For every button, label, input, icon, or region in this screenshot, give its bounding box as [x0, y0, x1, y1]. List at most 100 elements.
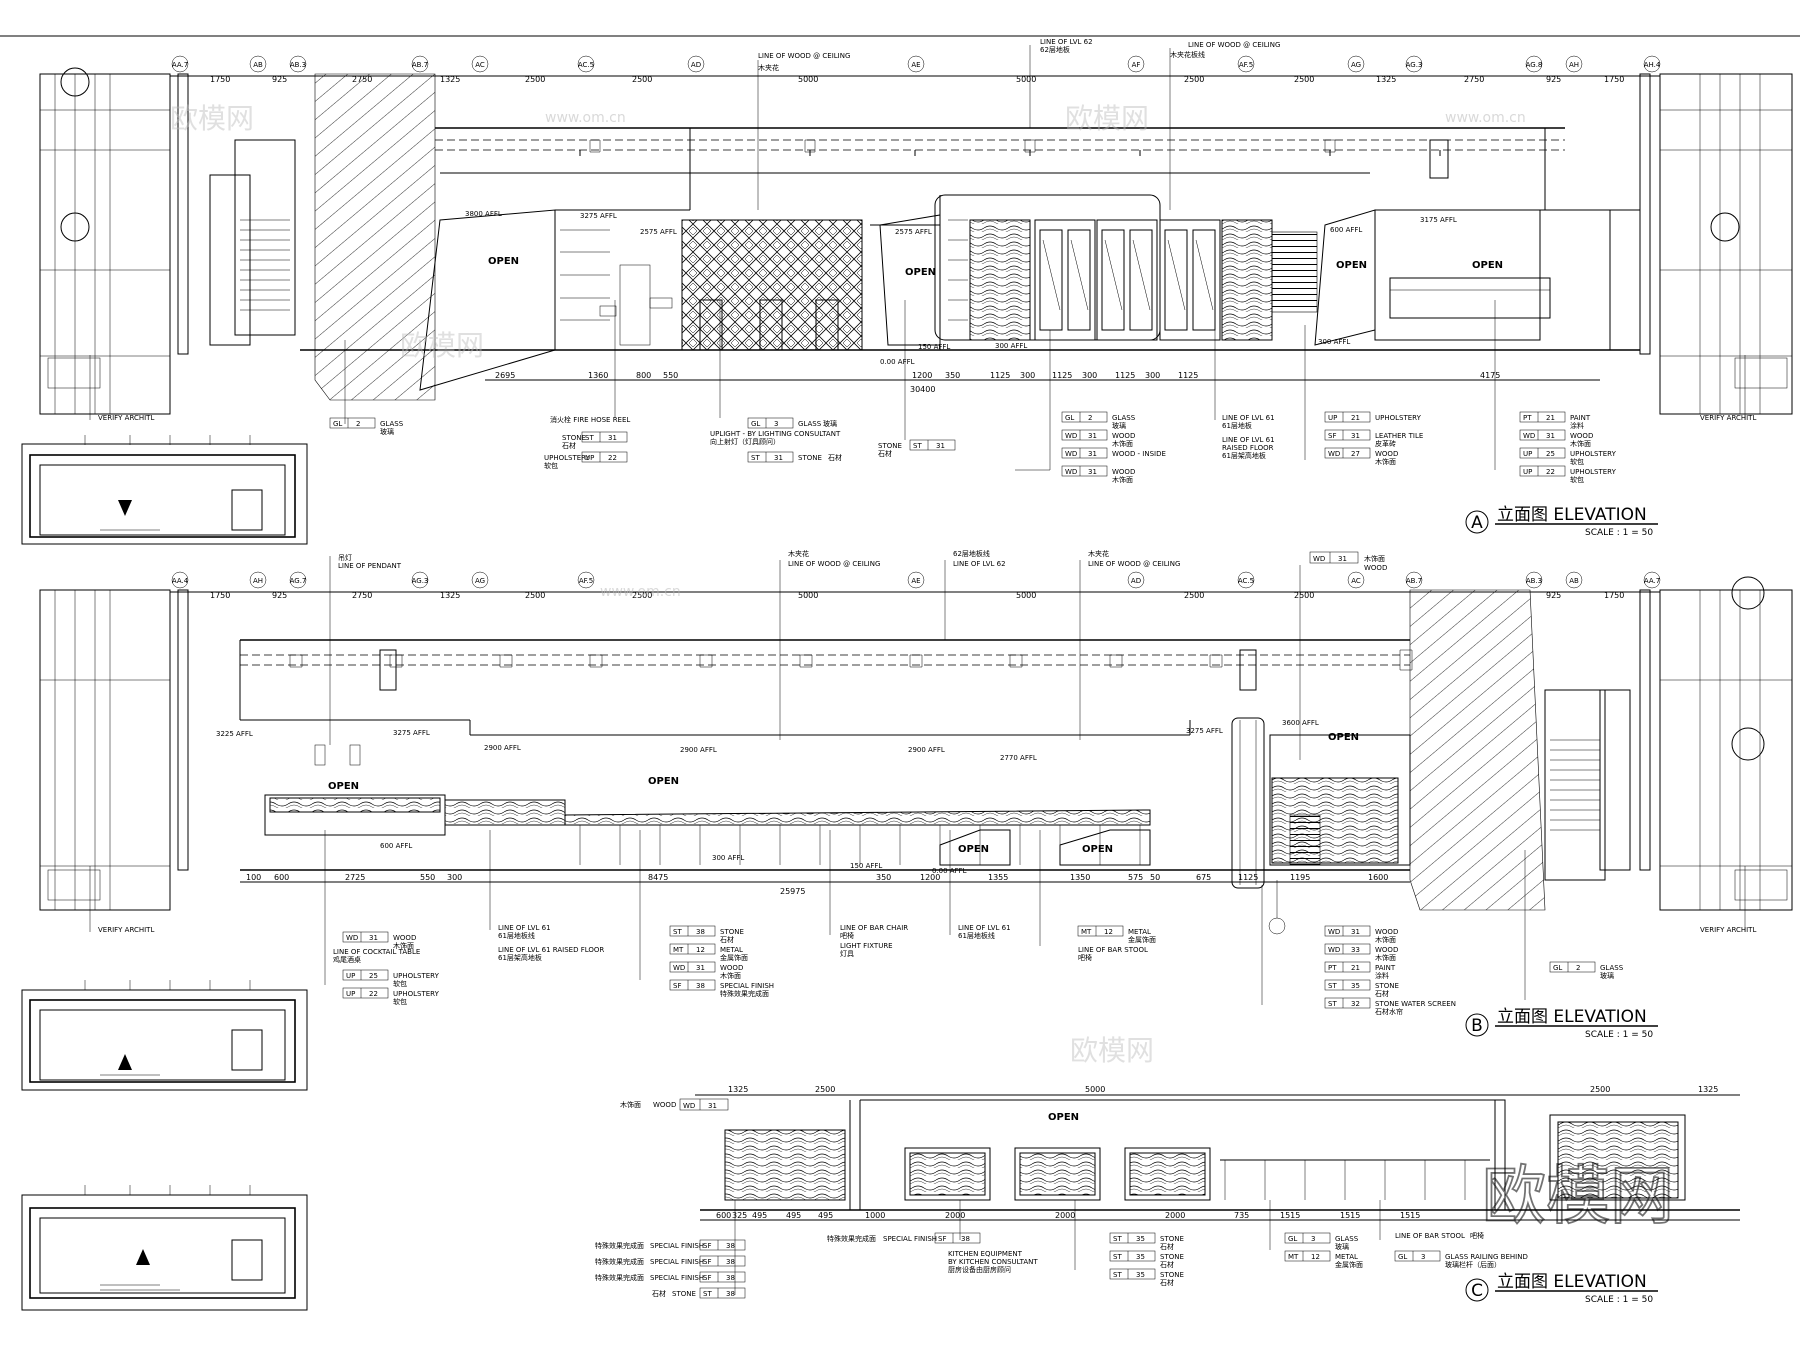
svg-text:2500: 2500	[1184, 75, 1204, 84]
svg-text:300 AFFL: 300 AFFL	[995, 342, 1027, 350]
svg-text:石材: 石材	[828, 453, 842, 462]
svg-text:AH.4: AH.4	[1644, 61, 1661, 69]
svg-text:向上射灯（灯具顾问）: 向上射灯（灯具顾问）	[710, 437, 780, 446]
svg-text:AG: AG	[475, 577, 485, 585]
svg-text:22: 22	[369, 990, 378, 998]
bar-area-b: OPEN OPEN OPEN OPEN 3225 AFFL 3275 AFFL …	[216, 719, 1319, 875]
svg-text:2575 AFFL: 2575 AFFL	[895, 228, 932, 236]
svg-text:38: 38	[696, 982, 705, 990]
svg-text:32: 32	[1351, 1000, 1360, 1008]
svg-text:AE: AE	[911, 61, 920, 69]
svg-text:600 AFFL: 600 AFFL	[380, 842, 412, 850]
diamond-stone-wall	[681, 219, 863, 351]
svg-text:5000: 5000	[798, 75, 818, 84]
svg-text:UPHOLSTERY: UPHOLSTERY	[393, 972, 440, 980]
svg-text:AE: AE	[911, 577, 920, 585]
svg-text:WOOD: WOOD	[393, 934, 416, 942]
svg-text:GL: GL	[333, 420, 342, 428]
svg-text:木夹花: 木夹花	[758, 63, 779, 72]
svg-text:STONE: STONE	[720, 928, 744, 936]
wood-panel-c	[724, 1129, 846, 1201]
svg-text:27: 27	[1351, 450, 1360, 458]
svg-text:1125: 1125	[1052, 371, 1072, 380]
svg-text:AG.8: AG.8	[1526, 61, 1543, 69]
svg-text:OPEN: OPEN	[1336, 260, 1367, 271]
svg-text:31: 31	[1351, 928, 1360, 936]
svg-text:WD: WD	[1065, 468, 1077, 476]
svg-text:2000: 2000	[1055, 1211, 1075, 1220]
svg-text:WOOD: WOOD	[1375, 928, 1398, 936]
svg-text:SF: SF	[673, 982, 681, 990]
svg-text:SCALE : 1 = 50: SCALE : 1 = 50	[1585, 1030, 1653, 1040]
svg-text:SPECIAL FINISH: SPECIAL FINISH	[650, 1258, 704, 1266]
svg-text:495: 495	[818, 1211, 833, 1220]
svg-text:LINE OF LVL 61: LINE OF LVL 61	[498, 924, 551, 932]
svg-text:2695: 2695	[495, 371, 515, 380]
svg-text:38: 38	[726, 1242, 735, 1250]
svg-text:21: 21	[1351, 964, 1360, 972]
svg-text:1125: 1125	[1178, 371, 1198, 380]
svg-text:ST: ST	[585, 434, 594, 442]
svg-text:1000: 1000	[865, 1211, 885, 1220]
svg-text:WD: WD	[346, 934, 358, 942]
svg-text:150 AFFL: 150 AFFL	[850, 862, 882, 870]
svg-text:金属饰面: 金属饰面	[720, 953, 748, 962]
top-dimensions-b: 1750 925 2750 1325 2500 2500 5000 5000 2…	[210, 591, 1624, 600]
svg-text:SF: SF	[703, 1274, 711, 1282]
svg-text:STONE: STONE	[878, 442, 902, 450]
svg-text:LINE OF LVL 61: LINE OF LVL 61	[958, 924, 1011, 932]
svg-text:AA.7: AA.7	[1644, 577, 1660, 585]
svg-text:1515: 1515	[1280, 1211, 1300, 1220]
svg-text:0.00 AFFL: 0.00 AFFL	[880, 358, 915, 366]
svg-text:WOOD: WOOD	[1570, 432, 1593, 440]
svg-text:8475: 8475	[648, 873, 668, 882]
svg-text:550: 550	[663, 371, 678, 380]
svg-text:GL: GL	[1398, 1253, 1407, 1261]
svg-text:ST: ST	[1328, 982, 1337, 990]
svg-text:35: 35	[1351, 982, 1360, 990]
svg-text:PT: PT	[1523, 414, 1532, 422]
svg-text:欧模网: 欧模网	[400, 329, 484, 362]
svg-text:STONE: STONE	[798, 454, 822, 462]
svg-text:AF.5: AF.5	[579, 577, 593, 585]
bottom-dimensions-a: 2695 1360 800 550 1200 350 1125 300 1125…	[495, 371, 1500, 394]
svg-text:1750: 1750	[210, 75, 230, 84]
svg-text:UP: UP	[346, 990, 355, 998]
svg-text:600 AFFL: 600 AFFL	[1330, 226, 1362, 234]
bottom-dimensions-c: 600 325 495 495 495 1000 2000 2000 2000 …	[716, 1211, 1420, 1220]
svg-text:AC: AC	[1351, 577, 1361, 585]
svg-text:石材: 石材	[1160, 1278, 1174, 1287]
svg-text:特殊效果完成面: 特殊效果完成面	[595, 1241, 644, 1250]
svg-text:AH: AH	[253, 577, 263, 585]
svg-text:5000: 5000	[1016, 75, 1036, 84]
svg-text:1195: 1195	[1290, 873, 1310, 882]
svg-text:玻璃: 玻璃	[1112, 421, 1126, 430]
svg-text:SCALE : 1 = 50: SCALE : 1 = 50	[1585, 1295, 1653, 1305]
svg-text:61层架高地板: 61层架高地板	[1222, 451, 1266, 460]
svg-text:AC.5: AC.5	[578, 61, 594, 69]
svg-text:石材水帘: 石材水帘	[1375, 1007, 1403, 1016]
svg-text:石材: 石材	[720, 935, 734, 944]
svg-text:WD: WD	[1523, 432, 1535, 440]
stair-hatch-left	[209, 73, 436, 401]
svg-text:木饰面: 木饰面	[393, 941, 414, 950]
svg-text:WOOD: WOOD	[1375, 946, 1398, 954]
svg-text:300: 300	[1082, 371, 1097, 380]
svg-text:31: 31	[608, 434, 617, 442]
svg-text:欧模网: 欧模网	[1065, 102, 1149, 135]
svg-text:925: 925	[1546, 591, 1561, 600]
svg-text:www.om.cn: www.om.cn	[1445, 110, 1526, 126]
svg-text:AB.3: AB.3	[1526, 577, 1542, 585]
svg-text:ST: ST	[703, 1290, 712, 1298]
svg-text:石材: 石材	[562, 441, 576, 450]
svg-text:2: 2	[356, 420, 360, 428]
svg-text:2500: 2500	[1184, 591, 1204, 600]
svg-text:木夹花: 木夹花	[788, 549, 809, 558]
elevation-a: AA.7 AB AB.3 AB.7 AC AC.5 AD AE AF AF.5 …	[21, 38, 1793, 545]
svg-text:38: 38	[726, 1290, 735, 1298]
svg-text:吧椅: 吧椅	[1078, 953, 1092, 962]
